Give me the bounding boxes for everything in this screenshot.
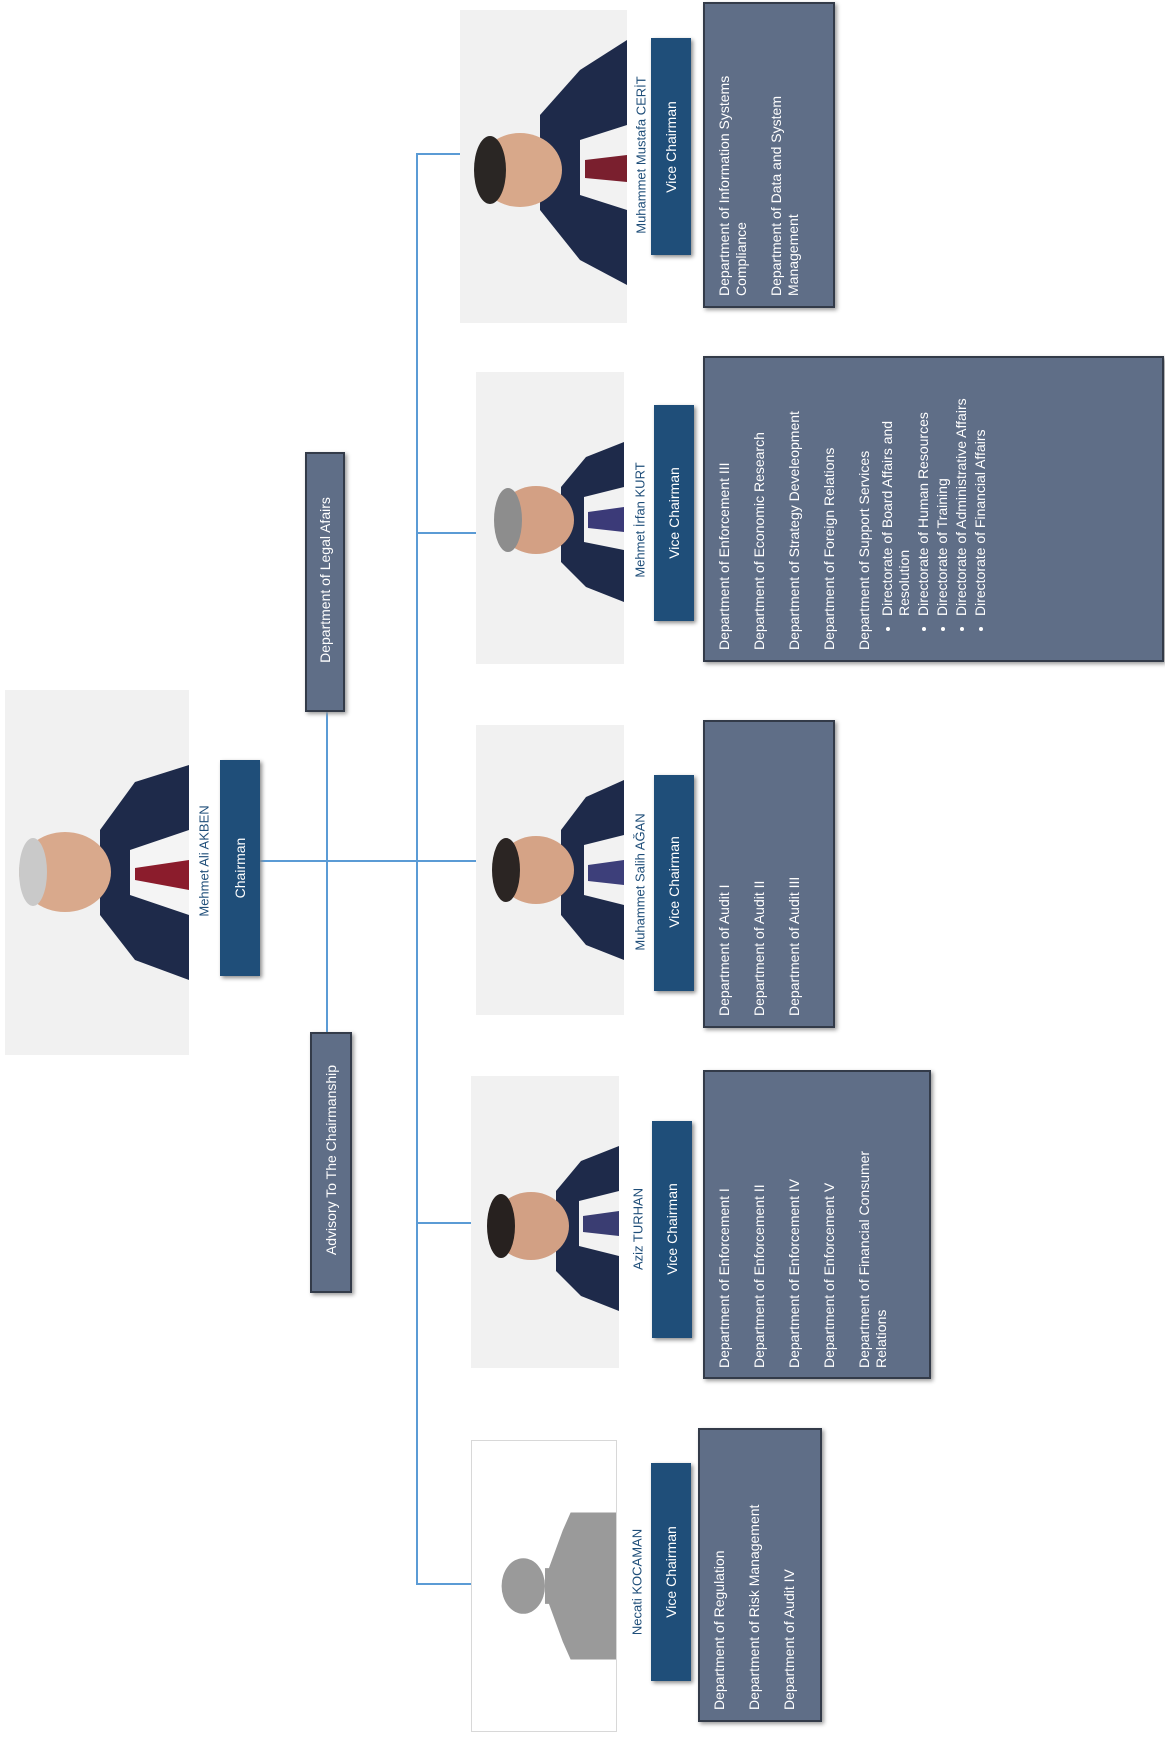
connector-staff-spine bbox=[326, 700, 328, 1032]
vc2-photo bbox=[476, 372, 624, 664]
vc5-title-box bbox=[651, 1463, 691, 1681]
vc2-dept-list: Department of Enforcement III Department… bbox=[716, 378, 991, 650]
advisory-label: Advisory To The Chairmanship bbox=[323, 1064, 339, 1256]
dept-item: Department of Enforcement IV bbox=[786, 1178, 802, 1368]
dept-item: Department of Enforcement V bbox=[821, 1182, 837, 1368]
vc5-name: Necati KOCAMAN bbox=[629, 1528, 645, 1636]
vc3-dept-list: Department of Audit I Department of Audi… bbox=[716, 744, 821, 1016]
vc3-title: Vice Chairman bbox=[666, 836, 682, 928]
chairman-photo bbox=[5, 690, 189, 1055]
connector-vc5 bbox=[416, 1583, 471, 1585]
connector-vc3 bbox=[416, 860, 476, 862]
vc2-title: Vice Chairman bbox=[666, 467, 682, 559]
vc1-dept-box bbox=[703, 2, 835, 308]
vc4-title: Vice Chairman bbox=[664, 1183, 680, 1275]
connector-vc4 bbox=[416, 1222, 471, 1224]
vc5-dept-box bbox=[698, 1428, 822, 1722]
connector-vc1 bbox=[416, 153, 460, 155]
vc3-title-box bbox=[654, 775, 694, 991]
vc4-dept-box bbox=[703, 1070, 931, 1379]
dept-item: Department of Enforcement III bbox=[716, 462, 732, 650]
dept-item: Department of Enforcement I bbox=[716, 1188, 732, 1368]
sub-directorate-item: Directorate of Human Resources bbox=[915, 378, 932, 616]
vc1-title-box bbox=[651, 38, 691, 255]
vc5-title: Vice Chairman bbox=[663, 1526, 679, 1618]
vc1-name: Muhammet Mustafa CERİT bbox=[633, 76, 649, 234]
dept-item: Department of Enforcement II bbox=[751, 1184, 767, 1368]
connector-vc2 bbox=[416, 532, 476, 534]
chairman-title: Chairman bbox=[232, 837, 248, 899]
dept-item: Department of Audit IV bbox=[781, 1569, 797, 1710]
vc2-name: Mehmet İrfan KURT bbox=[632, 462, 648, 578]
vc3-dept-box bbox=[703, 720, 835, 1028]
dept-item: Department of Information Systems Compli… bbox=[716, 75, 749, 296]
dept-item: Department of Strategy Develeopment bbox=[786, 411, 802, 650]
connector-vice-spine bbox=[416, 153, 418, 1583]
person-silhouette-icon bbox=[501, 1512, 616, 1660]
dept-item: Department of Support Services bbox=[856, 450, 872, 650]
vc3-name: Muhammet Salih AĞAN bbox=[632, 813, 648, 951]
legal-affairs-box bbox=[305, 452, 345, 712]
vc4-name: Aziz TURHAN bbox=[630, 1187, 646, 1271]
sub-directorate-item: Directorate of Financial Affairs bbox=[972, 378, 989, 617]
vc5-dept-list: Department of Regulation Department of R… bbox=[711, 1440, 816, 1710]
dept-item: Department of Economic Research bbox=[751, 432, 767, 650]
vc3-photo bbox=[476, 725, 624, 1015]
chairman-name: Mehmet Ali AKBEN bbox=[196, 805, 212, 917]
vc4-dept-list: Department of Enforcement I Department o… bbox=[716, 1096, 908, 1368]
vc4-title-box bbox=[652, 1121, 692, 1338]
dept-item: Department of Regulation bbox=[711, 1550, 727, 1710]
dept-item: Department of Foreign Relations bbox=[821, 447, 837, 650]
dept-item: Department of Financial Consumer Relatio… bbox=[856, 1150, 889, 1368]
vc1-photo bbox=[460, 10, 627, 323]
sub-directorate-list: Directorate of Board Affairs and Resolut… bbox=[879, 378, 989, 650]
dept-item: Department of Risk Management bbox=[746, 1504, 762, 1710]
dept-item: Department of Audit I bbox=[716, 884, 732, 1016]
advisory-box bbox=[310, 1032, 352, 1293]
vc4-photo bbox=[471, 1076, 619, 1368]
vc2-title-box bbox=[654, 405, 694, 621]
vc1-dept-list: Department of Information Systems Compli… bbox=[716, 24, 820, 296]
chairman-title-box bbox=[220, 760, 260, 976]
dept-item: Department of Audit III bbox=[786, 876, 802, 1016]
vc2-dept-box bbox=[703, 356, 1164, 662]
sub-directorate-item: Directorate of Administrative Affairs bbox=[953, 378, 970, 616]
vc1-title: Vice Chairman bbox=[663, 101, 679, 193]
sub-directorate-item: Directorate of Training bbox=[934, 378, 951, 616]
dept-item: Department of Audit II bbox=[751, 880, 767, 1016]
legal-affairs-label: Department of Legal Afairs bbox=[317, 497, 333, 663]
sub-directorate-item: Directorate of Board Affairs and Resolut… bbox=[879, 378, 913, 616]
dept-item: Department of Data and System Management bbox=[768, 96, 801, 296]
vc5-photo-placeholder bbox=[471, 1440, 617, 1732]
